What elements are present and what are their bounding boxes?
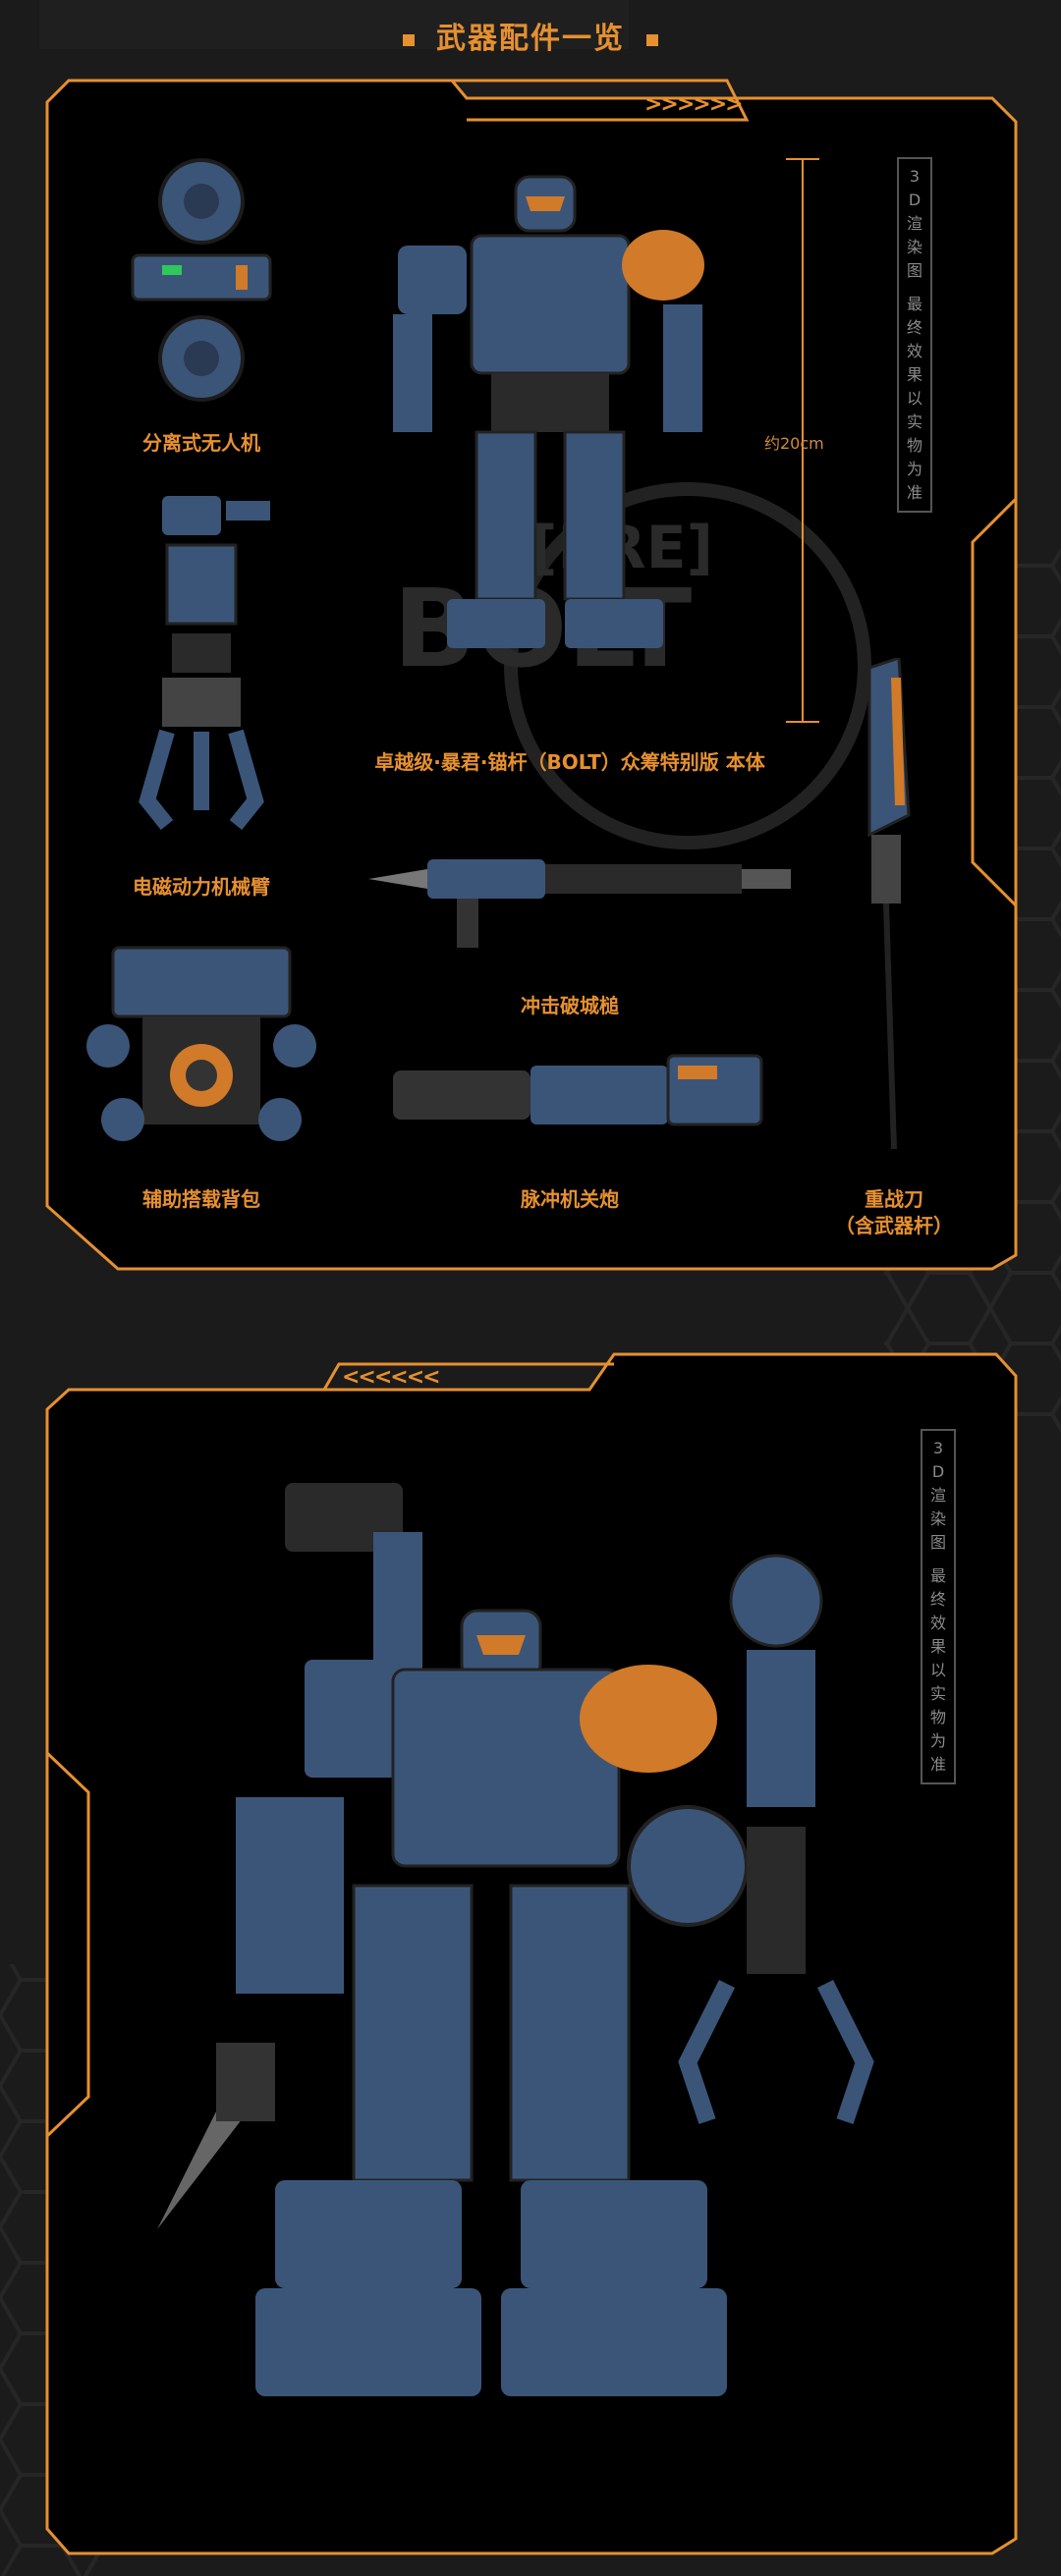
item-label-drone: 分离式无人机 xyxy=(142,431,260,455)
section-title: 武器配件一览 xyxy=(0,14,1061,57)
item-label-cannon: 脉冲机关炮 xyxy=(521,1187,619,1211)
pulse-cannon-image xyxy=(393,1054,763,1126)
heavy-blade-image xyxy=(867,658,911,1150)
height-label: 约20cm xyxy=(764,434,824,453)
backpack-image xyxy=(86,946,316,1141)
title-square-left xyxy=(403,33,415,46)
item-label-arm: 电磁动力机械臂 xyxy=(133,875,270,899)
panel2-chevrons: <<<<<< xyxy=(342,1365,441,1390)
height-ruler xyxy=(786,158,819,723)
robot-body-image xyxy=(393,175,704,648)
item-label-ram: 冲击破城槌 xyxy=(521,994,619,1017)
battering-ram-image xyxy=(368,859,791,948)
title-square-right xyxy=(646,33,658,46)
section-title-text: 武器配件一览 xyxy=(436,22,625,56)
item-label-body: 卓越级·暴君·锚杆（BOLT）众筹特别版 本体 xyxy=(374,750,765,774)
item-label-blade-note: （含武器杆） xyxy=(835,1214,953,1237)
item-label-blade: 重战刀 xyxy=(865,1187,923,1211)
assembled-robot-image xyxy=(157,1483,874,2396)
arm-image xyxy=(139,496,270,830)
panel1-chevrons: >>>>>> xyxy=(644,92,744,117)
item-label-backpack: 辅助搭载背包 xyxy=(142,1187,260,1211)
drone-image xyxy=(131,158,272,402)
